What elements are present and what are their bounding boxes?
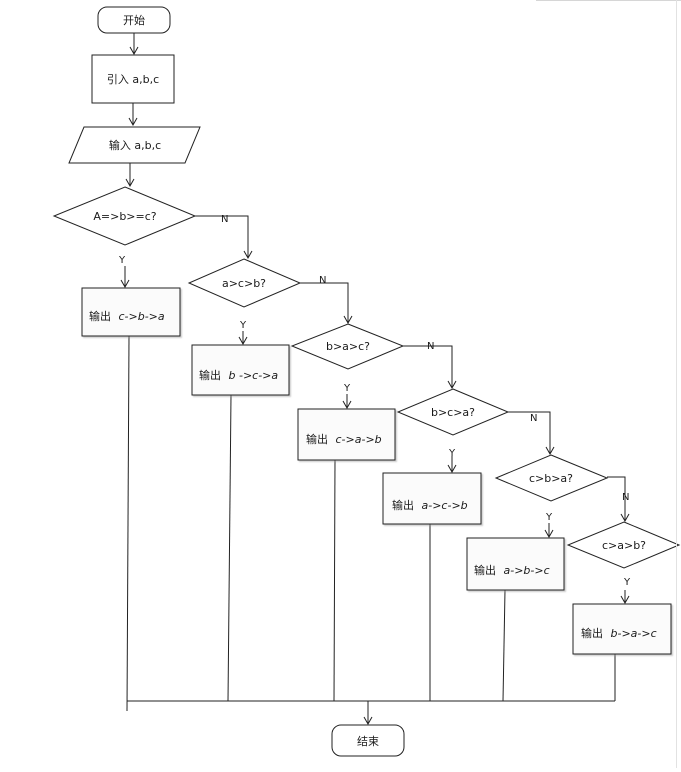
output-4-prefix: 输出	[392, 498, 414, 512]
drop-output-2	[227, 394, 232, 702]
output-box-4: 输出 a->c->b	[382, 472, 482, 525]
connector-decision-3-no	[403, 345, 457, 390]
output-1-prefix: 输出	[89, 309, 111, 323]
connector-decision-1-no	[195, 215, 253, 260]
output-1-value: c->b->a	[119, 310, 165, 323]
output-6-value: b->a->c	[611, 627, 657, 640]
decision-5-label: c>b>a?	[529, 472, 573, 485]
output-6-prefix: 输出	[581, 626, 603, 640]
decision-6-label: c>a>b?	[602, 539, 646, 552]
decision-2-label: a>c>b?	[222, 277, 266, 290]
window-edge-top	[536, 0, 681, 1]
drop-output-3	[333, 459, 336, 702]
output-box-5: 输出 a->b->c	[466, 537, 565, 591]
connector-decision-2-no	[300, 282, 353, 325]
svg-text:输出 a->b->c: 输出 a->b->c	[474, 563, 550, 577]
intro-label: 引入 a,b,c	[107, 72, 159, 86]
start-label: 开始	[123, 13, 145, 27]
decision-5: c>b>a?	[494, 454, 609, 502]
input-parallelogram: 输入 a,b,c	[68, 126, 201, 164]
output-2-value: b ->c->a	[229, 369, 279, 382]
decision-6: c>a>b?	[566, 521, 681, 569]
decision-1: A=>b>=c?	[52, 186, 197, 246]
window-edge-right	[676, 0, 677, 768]
no-label-2: N	[319, 275, 326, 286]
output-4-value: a->c->b	[422, 499, 468, 512]
decision-4: b>c>a?	[396, 388, 510, 436]
svg-text:输出 b->a->c: 输出 b->a->c	[581, 626, 657, 640]
drop-output-5	[502, 589, 506, 702]
no-label-3: N	[427, 341, 434, 352]
yes-label-6: Y	[623, 577, 631, 588]
decision-1-label: A=>b>=c?	[93, 210, 156, 223]
yes-label-5: Y	[545, 512, 553, 523]
input-label: 输入 a,b,c	[109, 138, 161, 152]
output-box-1: 输出 c->b->a	[81, 287, 181, 337]
yes-label-4: Y	[448, 448, 456, 459]
end-label: 结束	[357, 735, 379, 748]
output-3-prefix: 输出	[306, 432, 328, 446]
output-box-3: 输出 c->a->b	[297, 408, 396, 461]
output-5-value: a->b->c	[504, 564, 550, 577]
decision-3-label: b>a>c?	[326, 340, 370, 353]
output-2-prefix: 输出	[199, 368, 221, 382]
output-5-prefix: 输出	[474, 563, 496, 577]
output-3-value: c->a->b	[336, 433, 382, 446]
yes-label-1: Y	[118, 255, 126, 266]
start-terminal: 开始	[97, 6, 171, 34]
decision-2: a>c>b?	[187, 258, 302, 308]
connector-decision-4-no	[508, 411, 555, 456]
svg-text:输出 c->b->a: 输出 c->b->a	[89, 309, 165, 323]
decision-3: b>a>c?	[290, 323, 405, 370]
drop-output-1	[126, 335, 130, 712]
yes-label-3: Y	[343, 383, 351, 394]
no-label-5: N	[622, 492, 629, 503]
decision-4-label: b>c>a?	[431, 406, 475, 419]
no-label-1: N	[221, 214, 228, 225]
output-box-2: 输出 b ->c->a	[191, 344, 290, 396]
branch-labels: N Y N Y N Y N Y N Y Y	[118, 214, 631, 588]
yes-label-2: Y	[239, 320, 247, 331]
svg-text:输出 c->a->b: 输出 c->a->b	[306, 432, 382, 446]
connector-decision-5-no	[607, 476, 630, 523]
svg-text:输出 b ->c->a: 输出 b ->c->a	[199, 368, 278, 382]
end-terminal: 结束	[331, 724, 405, 757]
no-label-4: N	[530, 413, 537, 424]
output-box-6: 输出 b->a->c	[572, 603, 672, 655]
intro-process: 引入 a,b,c	[91, 54, 175, 104]
svg-text:输出 a->c->b: 输出 a->c->b	[392, 498, 468, 512]
